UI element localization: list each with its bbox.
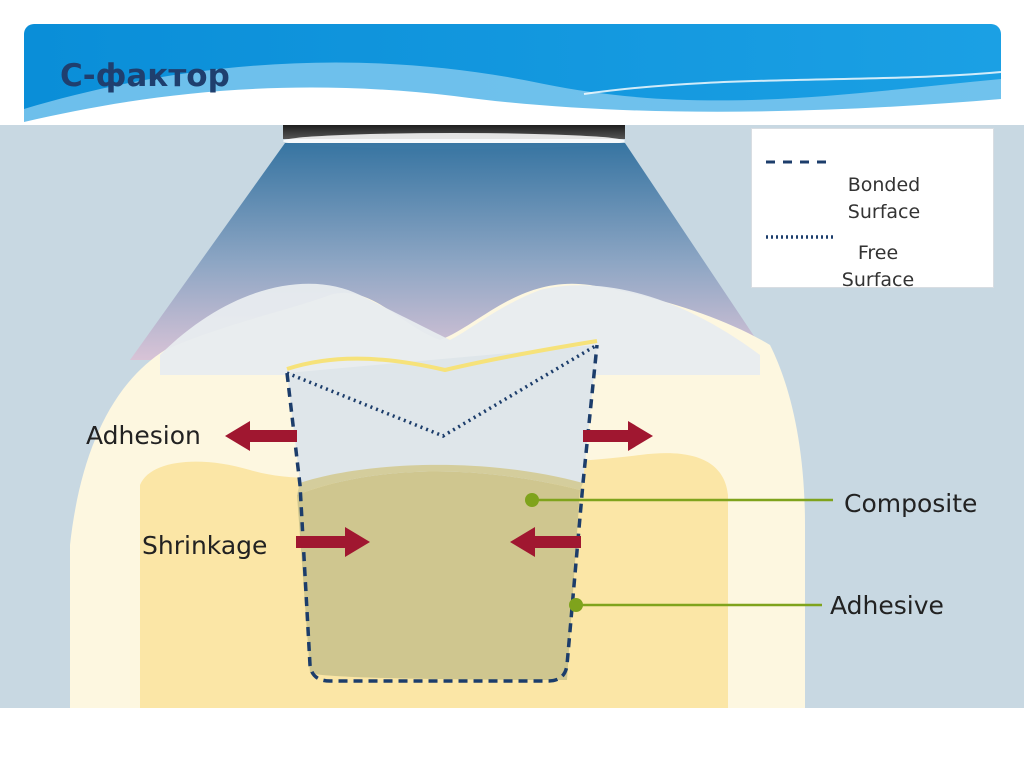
slide-title: С-фактор — [60, 58, 230, 94]
shrinkage-label: Shrinkage — [142, 531, 268, 560]
adhesion-arrow-right — [583, 421, 653, 451]
c-factor-diagram — [0, 125, 1024, 708]
composite-material — [297, 471, 580, 680]
free-surface-line — [286, 343, 598, 438]
legend-box: Bonded Surface Free Surface — [751, 128, 994, 291]
composite-label: Composite — [844, 489, 978, 518]
legend-free-label: Free Surface — [818, 240, 938, 294]
adhesive-pointer — [569, 598, 822, 612]
adhesive-label: Adhesive — [830, 591, 944, 620]
composite-pointer — [525, 493, 833, 507]
legend-bonded-label: Bonded Surface — [824, 172, 944, 226]
shrinkage-arrow-left — [296, 527, 370, 557]
cavity-upper — [287, 345, 597, 483]
header-wave-graphic — [24, 24, 1001, 126]
legend-swatches — [766, 160, 836, 239]
shrinkage-arrow-right — [510, 527, 581, 557]
adhesion-label: Adhesion — [86, 421, 201, 450]
legend-free-line2: Surface — [841, 269, 915, 291]
legend-bonded-line2: Surface — [847, 201, 921, 223]
legend-bonded-line1: Bonded — [847, 174, 921, 196]
legend-free-line1: Free — [857, 242, 899, 264]
header-banner — [24, 24, 1001, 126]
bonded-surface-line — [285, 344, 599, 683]
tooth-illustration — [0, 125, 1024, 708]
adhesion-arrow-left — [225, 421, 297, 451]
